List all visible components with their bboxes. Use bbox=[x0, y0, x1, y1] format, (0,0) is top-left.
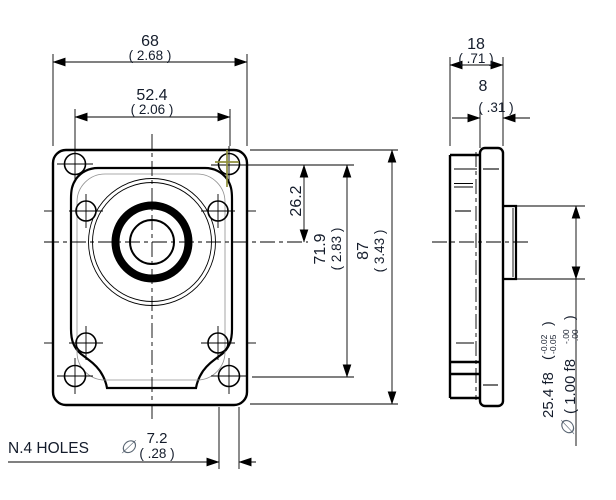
mounting-holes bbox=[57, 146, 247, 394]
dim-pilot-25: 25.4 f8 ( -0.02 -0.05 ) ∅ ( 1.00 f8 -.00… bbox=[505, 205, 585, 446]
pilot-tol-close: ) bbox=[539, 321, 555, 326]
dim-depth-18: 18 ( .71 ) bbox=[449, 36, 504, 146]
dim-68-inch: ( 2.68 ) bbox=[129, 48, 172, 63]
assembly-holes bbox=[44, 194, 256, 360]
pilot-tol-open: ( bbox=[539, 355, 555, 360]
side-view bbox=[432, 146, 532, 408]
body-outline bbox=[69, 166, 234, 390]
dim-height-87: 87 ( 3.43 ) bbox=[250, 149, 398, 405]
dim-87-inch: ( 3.43 ) bbox=[372, 230, 387, 273]
dim-bolt-spacing-52: 52.4 ( 2.06 ) bbox=[74, 87, 231, 146]
dim-offset-26: 26.2 bbox=[234, 164, 354, 243]
holes-dia-mm: 7.2 bbox=[147, 430, 168, 447]
dim-26-mm: 26.2 bbox=[288, 185, 305, 216]
pilot-diameter-icon: ∅ bbox=[558, 419, 578, 436]
dim-18-mm: 18 bbox=[467, 36, 485, 53]
dim-52-inch: ( 2.06 ) bbox=[131, 102, 174, 117]
dim-width-68: 68 ( 2.68 ) bbox=[52, 33, 248, 146]
pilot-dia-inch: ( 1.00 f8 bbox=[562, 359, 579, 414]
dim-68-mm: 68 bbox=[141, 33, 159, 50]
dim-flange-8: 8 ( .31 ) bbox=[452, 78, 530, 148]
dim-bolt-spacing-71: 71.9 ( 2.83 ) bbox=[252, 164, 354, 378]
pilot-in-tol-upper: -.00 bbox=[561, 329, 571, 344]
pilot-tol-lower: -0.05 bbox=[548, 334, 558, 354]
pilot-in-tol-lower: -.00 bbox=[570, 329, 580, 344]
body-chamfer-line bbox=[76, 173, 226, 381]
pilot-tol-upper: -0.02 bbox=[539, 334, 549, 354]
highlight-crosshair bbox=[215, 150, 239, 187]
pilot-label: 25.4 f8 ( -0.02 -0.05 ) ∅ ( 1.00 f8 -.00… bbox=[539, 315, 580, 436]
dim-71-inch: ( 2.83 ) bbox=[329, 228, 344, 271]
hidden-lines bbox=[454, 168, 499, 386]
dim-8-inch: ( .31 ) bbox=[478, 100, 513, 115]
dim-87-mm: 87 bbox=[355, 242, 372, 260]
holes-note-label: N.4 HOLES bbox=[8, 440, 89, 457]
dim-8-mm: 8 bbox=[479, 78, 488, 95]
pilot-in-close: ) bbox=[561, 315, 577, 320]
pilot-dia-mm: 25.4 f8 bbox=[540, 372, 557, 418]
front-view bbox=[44, 134, 308, 420]
dim-18-inch: ( .71 ) bbox=[458, 51, 493, 66]
holes-callout: N.4 HOLES ∅ 7.2 ( .28 ) bbox=[8, 407, 256, 469]
holes-dia-inch: ( .28 ) bbox=[139, 446, 174, 461]
dim-71-mm: 71.9 bbox=[312, 233, 329, 264]
flange-profile bbox=[478, 146, 505, 408]
dim-52-mm: 52.4 bbox=[136, 87, 167, 104]
flange-outline bbox=[51, 148, 249, 407]
diameter-icon: ∅ bbox=[120, 437, 137, 457]
pilot-spigot bbox=[503, 204, 518, 281]
